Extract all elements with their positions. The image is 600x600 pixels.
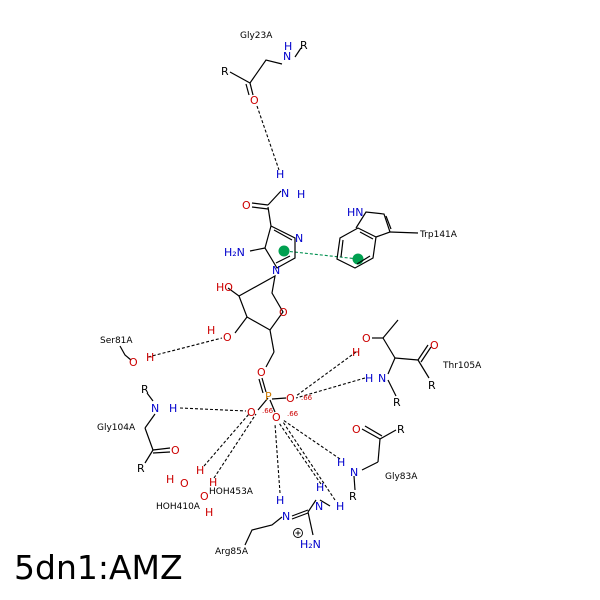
svg-text:H: H xyxy=(336,500,344,513)
svg-text:N: N xyxy=(315,500,323,513)
arg85-fragment: H N H N H H₂N Arg85A xyxy=(215,481,344,557)
svg-text:H: H xyxy=(284,40,292,53)
positive-charge-icon xyxy=(293,528,303,538)
hbond-gly83-n xyxy=(282,419,341,460)
svg-text:H: H xyxy=(365,372,373,385)
svg-text:O: O xyxy=(286,392,295,405)
gly23-fragment: R R N H O xyxy=(221,39,308,107)
hbond-arg85-b xyxy=(278,422,322,485)
svg-text:N: N xyxy=(378,372,386,385)
trp141-fragment: HN Trp141A xyxy=(336,206,458,269)
svg-text:H: H xyxy=(337,456,345,469)
svg-text:O: O xyxy=(279,306,288,319)
water-molecules: H O H H O H HOH453A HOH410A xyxy=(156,464,254,519)
svg-text:H: H xyxy=(297,188,305,201)
svg-text:O: O xyxy=(223,331,232,344)
label-hoh410: HOH410A xyxy=(156,502,201,512)
svg-text:O: O xyxy=(257,366,266,379)
svg-text:H: H xyxy=(207,324,215,337)
svg-text:O: O xyxy=(171,444,180,457)
svg-text:H: H xyxy=(209,476,217,489)
charge-o1: .66 xyxy=(262,407,274,415)
pi-stack-line xyxy=(284,250,359,260)
svg-text:O: O xyxy=(362,332,371,345)
label-ser81: Ser81A xyxy=(100,336,133,346)
charge-o3: .66 xyxy=(287,410,299,418)
svg-text:O: O xyxy=(242,199,251,212)
hbond-ser81-ribose xyxy=(147,337,223,358)
gly83-fragment: O R H N R Gly83A xyxy=(337,423,418,503)
label-arg85: Arg85A xyxy=(215,547,249,557)
label-trp141: Trp141A xyxy=(419,230,458,240)
svg-text:N: N xyxy=(295,232,303,245)
svg-text:R: R xyxy=(349,490,357,503)
page-title: 5dn1:AMZ xyxy=(14,548,183,587)
label-thr105: Thr105A xyxy=(442,361,482,371)
svg-text:H: H xyxy=(196,464,204,477)
svg-text:O: O xyxy=(250,94,259,107)
svg-text:N: N xyxy=(350,466,358,479)
hbond-thr105-n xyxy=(295,377,366,399)
svg-text:P: P xyxy=(265,390,272,403)
hbond-hoh410 xyxy=(213,413,257,479)
svg-text:N: N xyxy=(281,187,289,200)
hydrogen-bonds xyxy=(147,105,366,501)
hbond-gly104-n xyxy=(179,407,247,412)
charge-o2: .66 xyxy=(301,394,313,402)
svg-text:HO: HO xyxy=(216,281,233,294)
label-gly83: Gly83A xyxy=(385,472,418,482)
svg-text:O: O xyxy=(272,411,281,424)
svg-text:R: R xyxy=(428,379,436,392)
gly104-fragment: R N H O R Gly104A xyxy=(97,383,180,475)
svg-text:R: R xyxy=(393,396,401,409)
thr105-fragment: O H O H N R R Thr105A xyxy=(352,319,482,409)
hbond-thr105-og xyxy=(295,351,357,397)
svg-text:H: H xyxy=(352,346,360,359)
label-gly104: Gly104A xyxy=(97,423,136,433)
svg-text:H: H xyxy=(169,402,177,415)
svg-text:R: R xyxy=(397,423,405,436)
svg-text:N: N xyxy=(283,50,291,63)
svg-text:N: N xyxy=(151,402,159,415)
svg-text:N: N xyxy=(282,510,290,523)
svg-text:R: R xyxy=(300,39,308,52)
label-hoh453: HOH453A xyxy=(209,487,254,497)
svg-text:O: O xyxy=(352,423,361,436)
svg-text:O: O xyxy=(430,339,439,352)
svg-text:R: R xyxy=(137,462,145,475)
hbond-arg85-a xyxy=(274,423,281,494)
hbond-hoh453 xyxy=(203,413,250,467)
hbond-gly23-amide xyxy=(256,105,280,171)
hbond-arg85-c xyxy=(282,421,336,501)
svg-text:H: H xyxy=(316,481,324,494)
svg-text:R: R xyxy=(141,383,149,396)
ligand-amz: O N H H H₂N N N HO O O H O P O O O .66 .… xyxy=(207,168,313,424)
svg-text:H: H xyxy=(166,473,174,486)
svg-text:H: H xyxy=(276,168,284,181)
svg-text:O: O xyxy=(200,490,209,503)
label-gly23: Gly23A xyxy=(240,31,273,41)
svg-text:H: H xyxy=(276,494,284,507)
ser81-fragment: O H Ser81A xyxy=(100,336,154,369)
svg-text:HN: HN xyxy=(347,206,364,219)
svg-text:H₂N: H₂N xyxy=(224,246,245,259)
pi-center-ligand xyxy=(278,245,290,257)
svg-text:H: H xyxy=(205,506,213,519)
svg-text:R: R xyxy=(221,65,229,78)
svg-text:O: O xyxy=(247,406,256,419)
svg-text:N: N xyxy=(272,264,280,277)
svg-text:O: O xyxy=(129,356,138,369)
svg-text:H₂N: H₂N xyxy=(300,538,321,551)
svg-text:O: O xyxy=(180,477,189,490)
svg-text:H: H xyxy=(146,351,154,364)
pi-stacking xyxy=(278,245,364,265)
